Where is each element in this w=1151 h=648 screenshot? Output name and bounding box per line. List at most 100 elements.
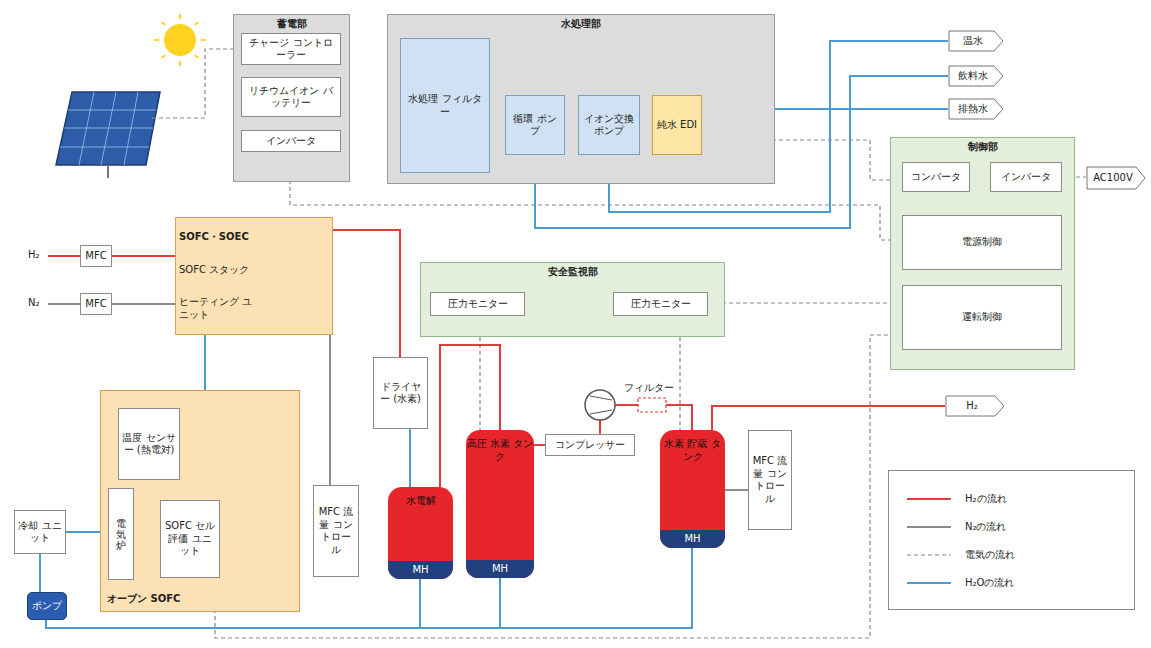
node-label: 電源制御 [962,236,1002,249]
process-box: 水処理 フィルター [400,38,490,173]
node-label: 水素 貯蔵 タンク [660,438,725,463]
flow-line [329,335,331,485]
legend-label: H₂の流れ [965,493,1007,505]
process-box: イオン交換 ポンプ [578,95,640,155]
node-sublabel: MH [466,560,534,579]
solar-panel [56,92,160,178]
legend-swatch [907,550,951,560]
node-label: 冷却 ユニット [18,520,62,545]
process-box: コンバータ [902,162,970,192]
legend-box: H₂の流れ N₂の流れ電気の流れ H₂Oの流れ [888,470,1135,610]
node-label: 循環 ポンプ [509,113,561,138]
node-label: 安全監視部 [548,266,598,279]
node-label: SOFC・SOEC [179,231,249,244]
part-label: N₂ [28,297,40,309]
output-arrow: 排熱水 [948,98,1004,120]
process-box: リチウムイオン バッテリー [241,77,341,117]
node-sublabel: MH [388,561,453,580]
process-box: 循環 ポンプ [505,95,565,155]
flow-controller: MFC 流量 コントロール [748,430,792,530]
flow-line [333,230,400,357]
tank: 水素 貯蔵 タンクMH [660,430,725,548]
process-box: 純水 EDI [652,95,702,155]
legend-entry: 電気の流れ [907,541,1116,569]
node-label: ポンプ [32,600,62,613]
h2-feed [48,255,80,257]
output-arrow: 温水 [948,30,1004,52]
part-label: フィルター [624,382,674,394]
flow-controller: MFC 流量 コントロール [313,485,359,577]
pump-box: ポンプ [27,592,67,620]
compressor-symbol [585,390,615,420]
flow-line [534,444,545,446]
node-label: MFC [85,298,106,311]
flow-line [112,255,175,257]
node-label: コンプレッサー [555,439,625,452]
node-label: 高圧 水素 タンク [466,438,534,463]
n2-feed [48,303,80,305]
node-sublabel: ヒーティング ユニット [179,296,260,321]
flow-line [725,489,748,491]
compressor-symbol [590,396,612,414]
node-label: MFC 流量 コントロール [752,455,788,505]
node-label: H₂ [966,400,978,413]
node-label: 温水 [963,35,983,48]
process-box: SOFC セル 評価 ユニット [160,500,220,578]
group-panel: 水処理部水処理 フィルター循環 ポンプイオン交換 ポンプ純水 EDI [387,14,775,184]
node-label: 電気炉 [116,518,126,551]
process-box: 運転制御 [902,285,1062,350]
node-label: 制御部 [968,141,998,154]
oven-panel: オーブン SOFC 温度 センサー (熱電対) 電気炉 SOFC セル 評価 ユニット [100,390,300,612]
node-label: 運転制御 [962,311,1002,324]
process-box: チャージ コントローラー [241,33,341,65]
output-arrow: H₂ [945,395,1005,417]
node-label: インバータ [266,135,316,148]
node-label: 飲料水 [958,70,988,83]
process-box: 電源制御 [902,215,1062,270]
flow-line [215,335,902,638]
legend-swatch [907,494,951,504]
filter-symbol [638,398,666,412]
node-label: インバータ [1001,171,1051,184]
flow-controller: MFC [80,245,112,267]
part-label: H₂ [28,249,40,261]
node-label: 温度 センサー (熱電対) [122,432,176,457]
legend-label: H₂Oの流れ [965,577,1014,589]
tank: 水電解 MH [388,487,453,579]
node-label: 水電解 [406,495,436,508]
stack-unit: SOFC・SOECSOFC スタックヒーティング ユニット [175,217,333,335]
node-label: AC100V [1093,172,1133,185]
node-label: 純水 EDI [657,119,697,132]
node-label: 排熱水 [958,103,988,116]
process-box: 圧力モニター [430,292,525,316]
node-label: ドライヤー (水素) [377,381,424,406]
group-panel: 蓄電部チャージ コントローラーリチウムイオン バッテリーインバータ [233,14,350,182]
node-label: 圧力モニター [448,298,508,311]
legend-swatch [907,522,951,532]
node-label: オーブン SOFC [107,593,180,606]
process-box: 電気炉 [108,488,134,580]
process-box: インバータ [990,162,1062,192]
node-label: リチウムイオン バッテリー [245,85,337,110]
flow-line [708,302,902,303]
tank: 高圧 水素 タンク MH [466,430,534,578]
node-label: 圧力モニター [631,298,691,311]
process-box: 温度 センサー (熱電対) [118,408,180,480]
output-arrow: AC100V [1086,166,1146,190]
process-box: ドライヤー (水素) [373,357,428,429]
group-panel: 制御部コンバータ インバータ電源制御運転制御 [890,137,1075,370]
group-panel: 安全監視部圧力モニター 圧力モニター [420,262,725,337]
node-label: SOFC セル 評価 ユニット [164,520,216,558]
node-label: MFC 流量 コントロール [317,506,355,556]
sun-icon [154,14,206,66]
node-label: チャージ コントローラー [245,37,337,62]
flow-line [712,406,945,430]
flow-line [409,429,411,487]
process-box: 圧力モニター [613,292,708,316]
legend-entry: H₂Oの流れ [907,569,1116,597]
legend-label: 電気の流れ [965,549,1015,561]
solar-wire [152,49,241,118]
legend-label: N₂の流れ [965,521,1007,533]
legend-entry: N₂の流れ [907,513,1116,541]
process-box: インバータ [241,130,341,152]
